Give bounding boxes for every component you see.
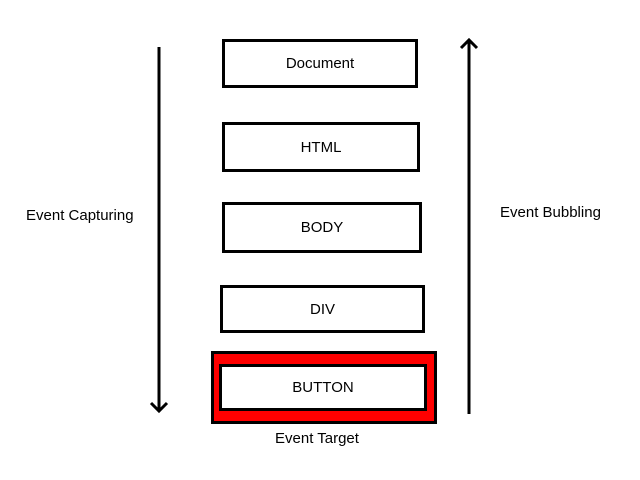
node-body-label: BODY [300,219,344,236]
event-bubbling-label: Event Bubbling [500,204,601,221]
capturing-arrow-down-icon [149,47,169,414]
node-body: BODY [222,202,422,253]
node-document-label: Document [285,55,355,72]
node-button-label: BUTTON [292,379,354,396]
bubbling-arrow-up-icon [459,37,479,414]
event-target-label: Event Target [275,430,359,447]
node-document: Document [222,39,418,88]
event-capturing-label: Event Capturing [26,207,134,224]
node-html-label: HTML [300,138,342,156]
node-div: DIV [220,285,425,333]
node-button: BUTTON [219,364,427,411]
node-html: HTML [222,122,420,172]
node-div-label: DIV [309,300,335,318]
